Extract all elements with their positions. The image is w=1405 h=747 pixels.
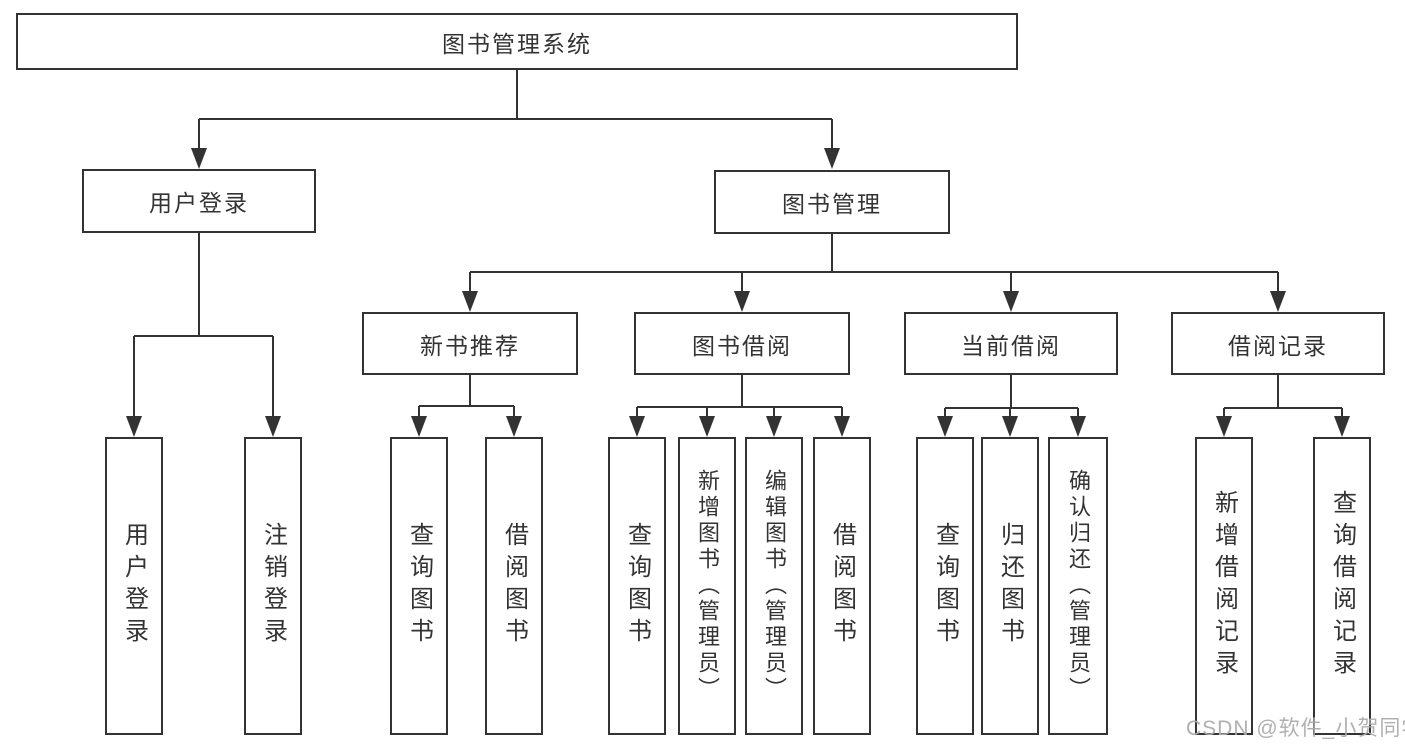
root-node-library-management-system: 图书管理系统 [16,13,1018,70]
leaf-user-login: 用户登录 [105,437,163,735]
node-borrowing-records: 借阅记录 [1171,312,1385,375]
csdn-watermark: CSDN @软件_小贺同学 [1186,717,1405,740]
node-book-management: 图书管理 [714,170,950,234]
node-book-borrowing: 图书借阅 [634,312,850,375]
leaf-confirm-return-admin: 确认归还（管理员） [1048,437,1108,735]
leaf-logout: 注销登录 [244,437,302,735]
leaf-edit-book-admin: 编辑图书（管理员） [745,437,803,735]
leaf-query-books-current: 查询图书 [916,437,974,735]
leaf-return-book: 归还图书 [981,437,1039,735]
leaf-add-book-admin: 新增图书（管理员） [678,437,736,735]
leaf-borrow-books-recommend: 借阅图书 [485,437,543,735]
leaf-query-books-recommend: 查询图书 [390,437,448,735]
leaf-add-borrow-record: 新增借阅记录 [1195,437,1253,735]
node-new-book-recommend: 新书推荐 [362,312,578,375]
leaf-query-borrow-record: 查询借阅记录 [1313,437,1371,735]
leaf-borrow-books-borrowing: 借阅图书 [813,437,871,735]
leaf-query-books-borrowing: 查询图书 [608,437,666,735]
node-current-borrowing: 当前借阅 [904,312,1118,375]
node-user-login: 用户登录 [82,169,316,233]
